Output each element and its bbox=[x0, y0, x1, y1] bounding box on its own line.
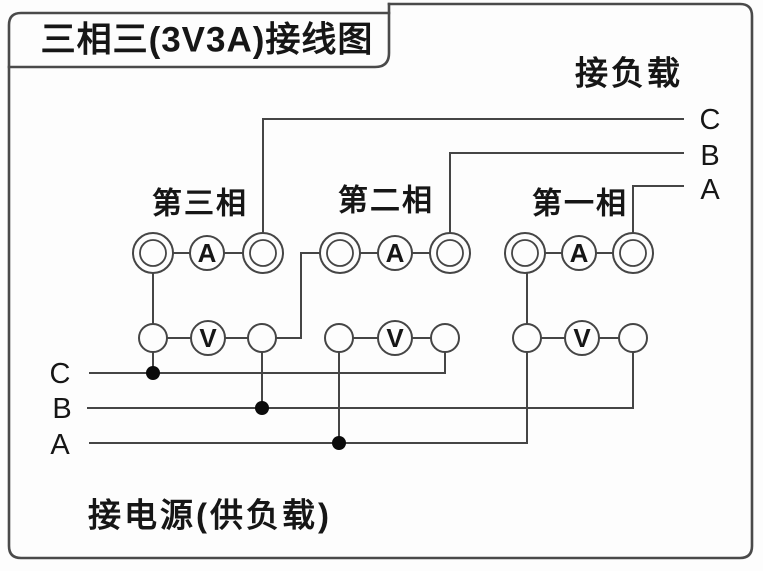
page-title: 三相三(3V3A)接线图 bbox=[41, 21, 374, 60]
voltmeter-label: V bbox=[386, 323, 404, 353]
source-section-label: 接电源(供负载) bbox=[88, 497, 332, 534]
load-terminal-label-a: A bbox=[700, 174, 720, 206]
wire-p3-to-p2-jumper bbox=[275, 252, 321, 339]
ammeter: A bbox=[561, 235, 597, 271]
current-terminal bbox=[132, 232, 174, 274]
voltage-terminal bbox=[247, 323, 277, 353]
voltmeter: V bbox=[190, 320, 226, 356]
load-wires bbox=[262, 118, 684, 235]
voltmeter-label: V bbox=[199, 323, 217, 353]
current-terminal bbox=[242, 232, 284, 274]
junction-dot bbox=[332, 436, 346, 450]
source-terminal-label-c: C bbox=[50, 358, 71, 390]
ammeter-label: A bbox=[198, 238, 217, 268]
voltage-terminal bbox=[324, 323, 354, 353]
source-wires bbox=[87, 351, 634, 444]
junction-dot bbox=[255, 401, 269, 415]
voltmeter: V bbox=[377, 320, 413, 356]
phase-3-element: A V bbox=[132, 232, 284, 356]
source-terminal-label-b: B bbox=[52, 393, 71, 425]
phase-2-element: A V bbox=[319, 232, 471, 356]
current-terminal bbox=[319, 232, 361, 274]
phase-1-label: 第一相 bbox=[532, 187, 628, 221]
voltage-terminal bbox=[618, 323, 648, 353]
phase-3-label: 第三相 bbox=[152, 187, 248, 221]
ammeter: A bbox=[189, 235, 225, 271]
load-terminal-label-b: B bbox=[700, 140, 719, 172]
source-terminal-label-a: A bbox=[50, 429, 70, 461]
source-terminal-labels: C B A bbox=[50, 358, 72, 461]
title-box bbox=[7, 2, 391, 69]
voltmeter-label: V bbox=[573, 323, 591, 353]
voltmeter: V bbox=[564, 320, 600, 356]
voltage-terminal bbox=[138, 323, 168, 353]
load-terminal-label-c: C bbox=[700, 104, 721, 136]
current-terminal bbox=[429, 232, 471, 274]
phase-1-element: A V bbox=[504, 232, 654, 356]
ammeter-label: A bbox=[386, 238, 405, 268]
wire-source-b bbox=[87, 351, 634, 409]
current-terminal bbox=[504, 232, 546, 274]
junction-dot bbox=[146, 366, 160, 380]
load-terminal-labels: C B A bbox=[700, 104, 721, 206]
ammeter: A bbox=[377, 235, 413, 271]
voltage-terminal bbox=[430, 323, 460, 353]
current-terminal bbox=[612, 232, 654, 274]
wire-source-c bbox=[89, 351, 446, 374]
outer-border bbox=[7, 2, 754, 560]
phase-2-label: 第二相 bbox=[338, 184, 434, 218]
phase-wires bbox=[152, 252, 620, 444]
load-section-label: 接负载 bbox=[575, 55, 683, 92]
ammeter-label: A bbox=[570, 238, 589, 268]
phase-labels: 第三相 第二相 第一相 bbox=[152, 184, 628, 221]
wire-source-a bbox=[89, 351, 528, 444]
voltage-terminal bbox=[512, 323, 542, 353]
